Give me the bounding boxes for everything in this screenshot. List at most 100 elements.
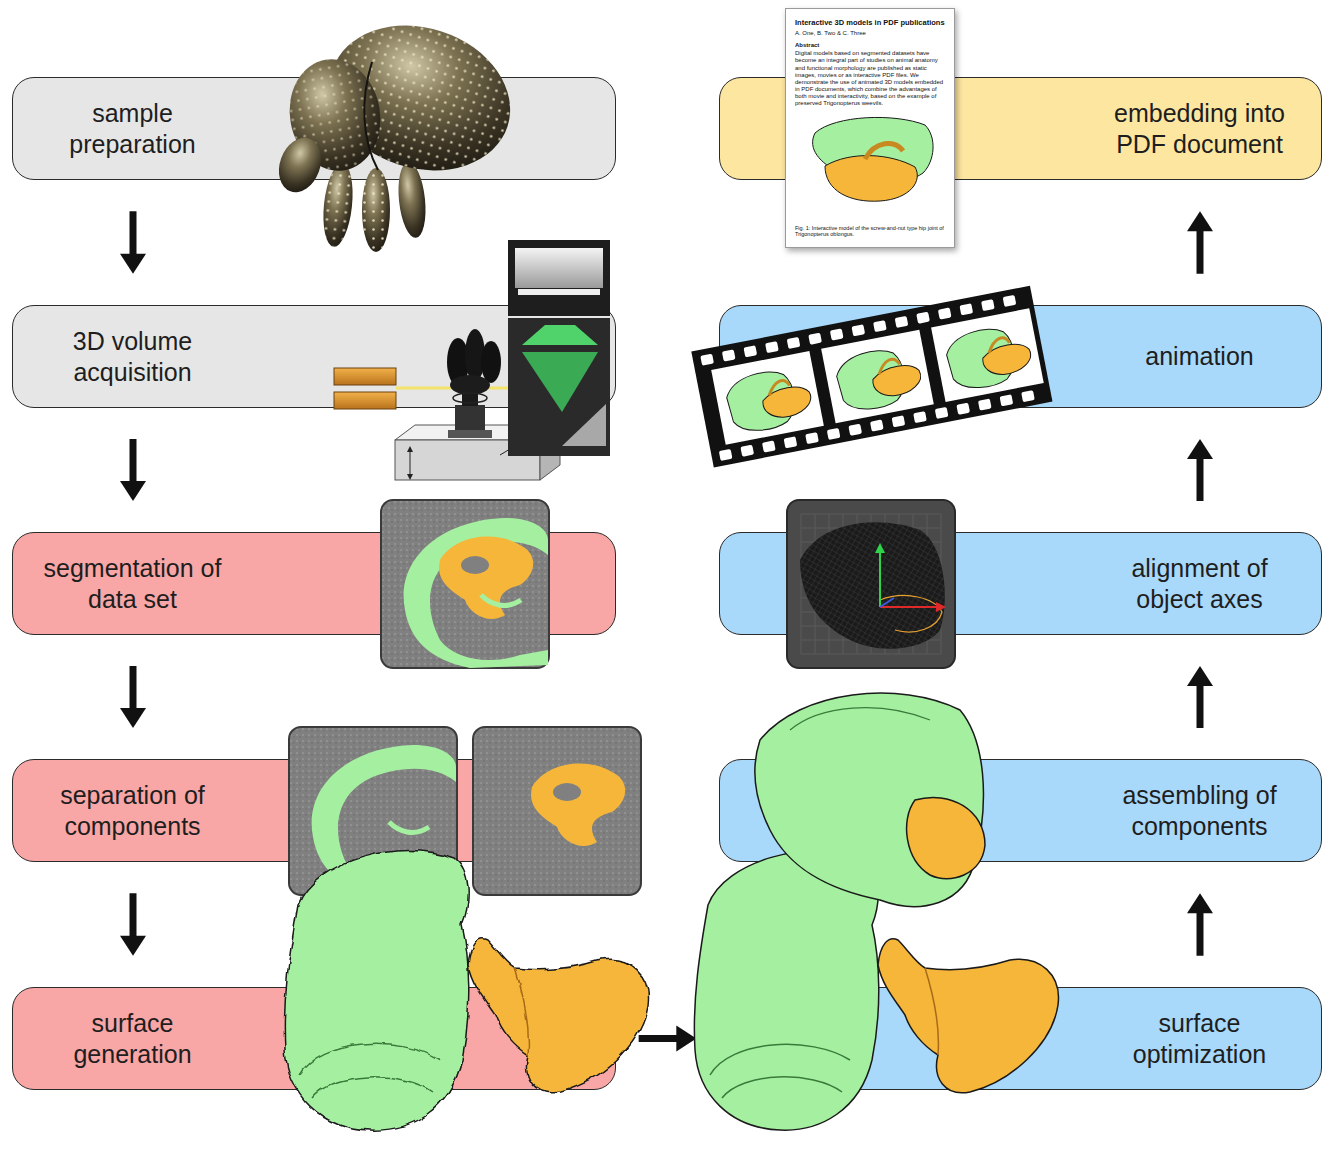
segmentation-slice	[381, 500, 549, 668]
wireframe-view	[880, 596, 942, 632]
flow-arrow	[1187, 893, 1213, 956]
band-label: embedding into PDF document	[1098, 98, 1302, 159]
film-strip	[827, 428, 841, 440]
flow-arrow	[120, 666, 146, 728]
band-label: segmentation of data set	[43, 553, 223, 614]
film-strip	[1021, 390, 1035, 402]
segmentation-slice	[461, 556, 489, 574]
arrow-head	[1187, 211, 1213, 231]
arrow-head	[120, 254, 146, 274]
arrow-shaft	[130, 439, 137, 483]
smooth-surface	[722, 1077, 842, 1098]
flow-arrow	[1187, 211, 1213, 274]
acquisition-setup	[518, 289, 600, 295]
film-strip	[978, 398, 992, 410]
weevil-specimen	[364, 62, 378, 170]
paper-text: Abstract	[795, 42, 945, 49]
film-strip	[938, 307, 952, 319]
wireframe-view	[879, 552, 881, 607]
paper-title: Interactive 3D models in PDF publication…	[795, 18, 945, 27]
raw-surface	[300, 1044, 440, 1075]
film-strip	[722, 349, 736, 361]
separated-slice	[473, 727, 641, 895]
band-label: surface generation	[43, 1008, 223, 1069]
weevil-specimen	[272, 132, 329, 198]
smooth-surface	[925, 968, 938, 1055]
assembled-model	[790, 708, 930, 730]
separated-slice	[389, 822, 429, 832]
raw-surface	[284, 851, 468, 1131]
smooth-surface	[878, 939, 1058, 1093]
arrow-shaft	[1197, 457, 1204, 501]
wireframe-view	[800, 522, 945, 648]
raw-surface	[312, 1077, 432, 1098]
wireframe-view	[787, 500, 955, 668]
film-strip	[931, 308, 1044, 402]
raw-surface	[515, 968, 528, 1055]
arrow-head	[1187, 893, 1213, 913]
arrow-head	[676, 1026, 696, 1052]
film-strip	[943, 322, 1035, 393]
film-strip	[691, 286, 1052, 468]
film-strip	[870, 419, 884, 431]
wireframe-view	[936, 602, 946, 612]
wireframe-view	[800, 522, 945, 648]
smooth-surface	[710, 1044, 850, 1075]
acquisition-setup	[450, 375, 490, 395]
acquisition-setup	[515, 248, 603, 288]
acquisition-setup	[522, 325, 598, 345]
assembled-model	[755, 693, 985, 906]
arrow-head	[120, 708, 146, 728]
acquisition-setup	[453, 393, 487, 403]
arrow-head	[120, 481, 146, 501]
acquisition-setup	[334, 240, 610, 480]
film-strip	[830, 328, 844, 340]
film-strip	[935, 407, 949, 419]
raw-surface	[468, 939, 648, 1093]
arrow-shaft	[639, 1035, 679, 1042]
band-label: surface optimization	[1098, 1008, 1302, 1069]
film-strip	[805, 432, 819, 444]
arrow-head	[1187, 666, 1213, 686]
raw-surface	[284, 851, 648, 1131]
band-text-group: separation of components	[43, 780, 223, 841]
arrow-shaft	[130, 211, 137, 256]
band-label: assembling of components	[1098, 780, 1302, 841]
arrow-shaft	[130, 666, 137, 710]
flow-arrow	[120, 211, 146, 274]
weevil-specimen	[395, 161, 429, 239]
film-strip	[981, 299, 995, 311]
arrow-head	[1187, 439, 1213, 459]
film-strip	[700, 354, 714, 366]
film-strip	[959, 303, 973, 315]
wireframe-view	[875, 543, 885, 553]
acquisition-setup	[462, 394, 478, 406]
film-strip	[784, 436, 798, 448]
band-text-group: embedding into PDF document	[1098, 98, 1302, 159]
pdf-figure	[825, 156, 917, 202]
film-strip	[1003, 295, 1017, 307]
acquisition-setup	[334, 392, 396, 409]
acquisition-setup	[448, 430, 492, 438]
band-label: alignment of object axes	[1098, 553, 1302, 614]
paper-text: A. One, B. Two & C. Three	[795, 30, 945, 37]
paper-text: Digital models based on segmented datase…	[795, 50, 945, 107]
acquisition-setup	[334, 368, 396, 385]
band-text-group: surface generation	[43, 1008, 223, 1069]
film-strip	[743, 345, 757, 357]
film-strip	[913, 411, 927, 423]
segmentation-slice	[404, 518, 548, 668]
film-strip	[787, 337, 801, 349]
band-text-group: assembling of components	[1098, 780, 1302, 841]
film-strip	[1000, 394, 1014, 406]
band-label: animation	[1098, 341, 1302, 372]
film-strip	[740, 445, 754, 457]
film-strip	[765, 341, 779, 353]
band-text-group: 3D volume acquisition	[43, 326, 223, 387]
band-label: sample preparation	[43, 98, 223, 159]
segmentation-slice	[481, 595, 521, 605]
acquisition-setup	[407, 446, 413, 452]
film-strip	[719, 449, 733, 461]
film-strip	[873, 320, 887, 332]
